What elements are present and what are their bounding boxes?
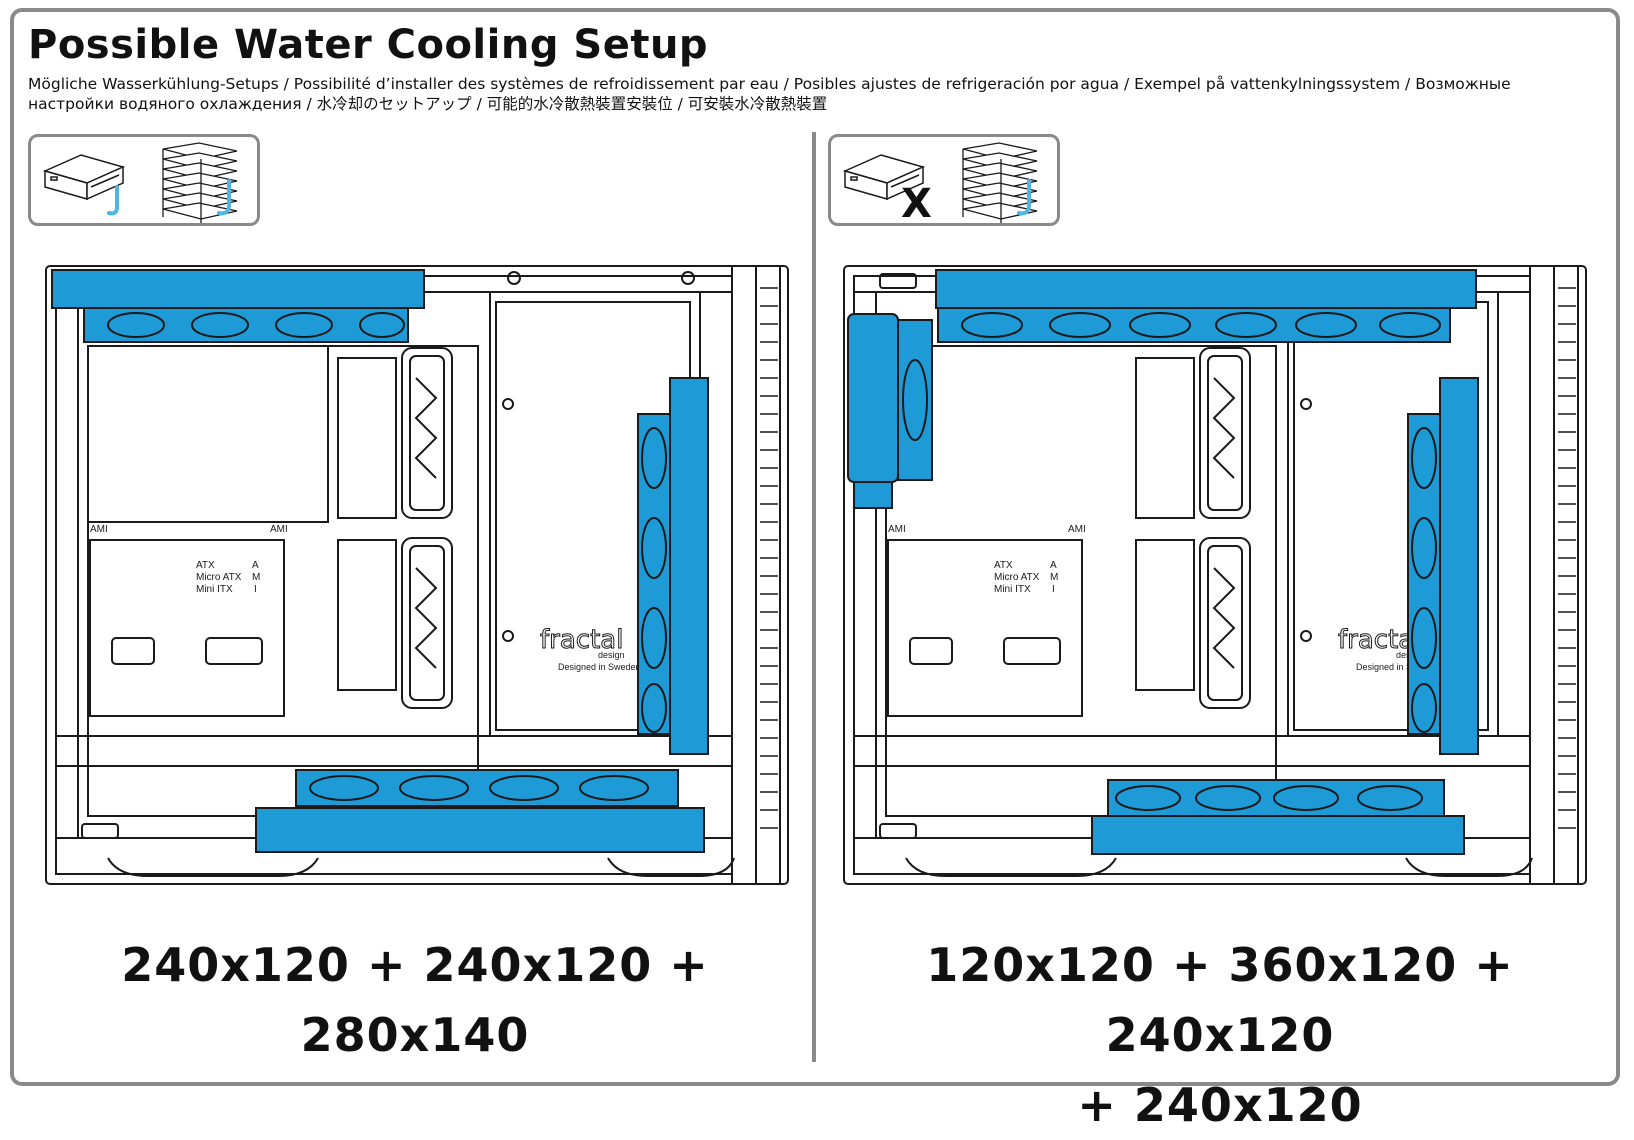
label-ami-left: AMI [888,524,906,535]
check-icon [1017,179,1031,216]
page-subtitle: Mögliche Wasserkühlung-Setups / Possibil… [28,75,1511,113]
label-i: I [254,584,257,595]
brand-sub: design [598,650,625,660]
brand-logo: fractal [540,625,623,655]
label-m: M [1050,572,1058,583]
case-diagram-right: AMI AMI ATX Micro ATX Mini ITX A M I fra… [843,265,1587,885]
brand-tagline: Designed in Sweden [1356,662,1439,672]
panel-divider [812,132,816,1062]
radiator-top-240 [51,269,425,343]
compatibility-box-left [28,134,260,226]
radiator-top-360 [935,269,1477,343]
radiator-bottom-240 [1091,779,1465,855]
page-title: Possible Water Cooling Setup [28,22,709,68]
radiator-rear-120 [847,313,933,509]
compatibility-box-right: X [828,134,1060,227]
odd-drive-bay-icon [42,154,126,201]
hdd-cage-icon [162,142,238,223]
label-atx: ATX [994,560,1013,571]
radiator-front-240 [1407,377,1479,755]
radiator-bottom-280 [255,769,705,853]
label-a: A [1050,560,1057,571]
config-caption-right: 120x120 + 360x120 + 240x120 + 240x120 [830,930,1610,1140]
label-mini-itx: Mini ITX [196,584,233,595]
config-line-1: 120x120 + 360x120 + 240x120 [926,938,1514,1062]
label-m: M [252,572,260,583]
check-icon [107,185,119,216]
hdd-cage-icon [962,142,1038,223]
label-ami-right: AMI [270,524,288,535]
label-a: A [252,560,259,571]
config-line-1: 240x120 + 240x120 + 280x140 [121,938,709,1062]
odd-drive-bay-icon [842,154,926,201]
label-ami-left: AMI [90,524,108,535]
config-line-2: + 240x120 [1077,1078,1363,1132]
label-atx: ATX [196,560,215,571]
label-mini-itx: Mini ITX [994,584,1031,595]
case-diagram-left: AMI AMI ATX Micro ATX Mini ITX A M I fra… [45,265,789,885]
cross-icon: X [901,181,932,227]
radiator-front-240 [637,377,709,755]
label-ami-right: AMI [1068,524,1086,535]
label-micro-atx: Micro ATX [196,572,242,583]
label-micro-atx: Micro ATX [994,572,1040,583]
label-i: I [1052,584,1055,595]
brand-tagline: Designed in Sweden [558,662,641,672]
check-icon [217,179,231,216]
config-caption-left: 240x120 + 240x120 + 280x140 [30,930,800,1070]
